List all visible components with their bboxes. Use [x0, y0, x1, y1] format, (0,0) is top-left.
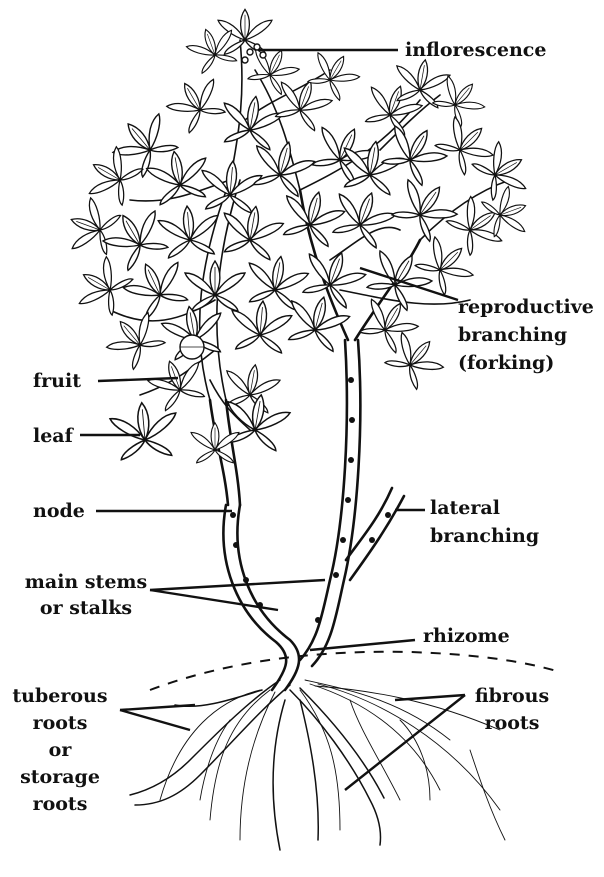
- main-stem-left: [237, 505, 299, 690]
- label-tuberous-roots: tuberous roots or storage roots: [10, 684, 110, 816]
- main-stem-right-b: [312, 340, 360, 666]
- lateral-branch-b: [350, 496, 404, 580]
- label-fruit: fruit: [33, 369, 81, 393]
- leader-tuberous-a: [120, 705, 195, 710]
- leader-tuberous-b: [120, 710, 190, 730]
- leader-fruit: [98, 378, 178, 381]
- label-main-stems: main stems or stalks: [22, 570, 150, 620]
- leader-main-stems-a: [150, 580, 325, 590]
- leader-fibrous-a: [395, 695, 465, 700]
- label-rhizome: rhizome: [423, 624, 510, 648]
- main-stem-right: [300, 340, 347, 660]
- label-fibrous-roots: fibrous roots: [472, 684, 552, 735]
- label-inflorescence: inflorescence: [405, 38, 546, 62]
- label-reproductive-branching: reproductive branching (forking): [458, 295, 594, 375]
- label-leaf: leaf: [33, 424, 73, 448]
- label-node: node: [33, 499, 85, 523]
- label-lateral-branching: lateral branching: [430, 496, 539, 548]
- tuberous-roots: [130, 680, 384, 850]
- leaves: [62, 9, 535, 462]
- leader-fibrous-b: [345, 695, 465, 790]
- main-stem-left-b: [223, 505, 286, 690]
- leader-main-stems-b: [150, 590, 278, 610]
